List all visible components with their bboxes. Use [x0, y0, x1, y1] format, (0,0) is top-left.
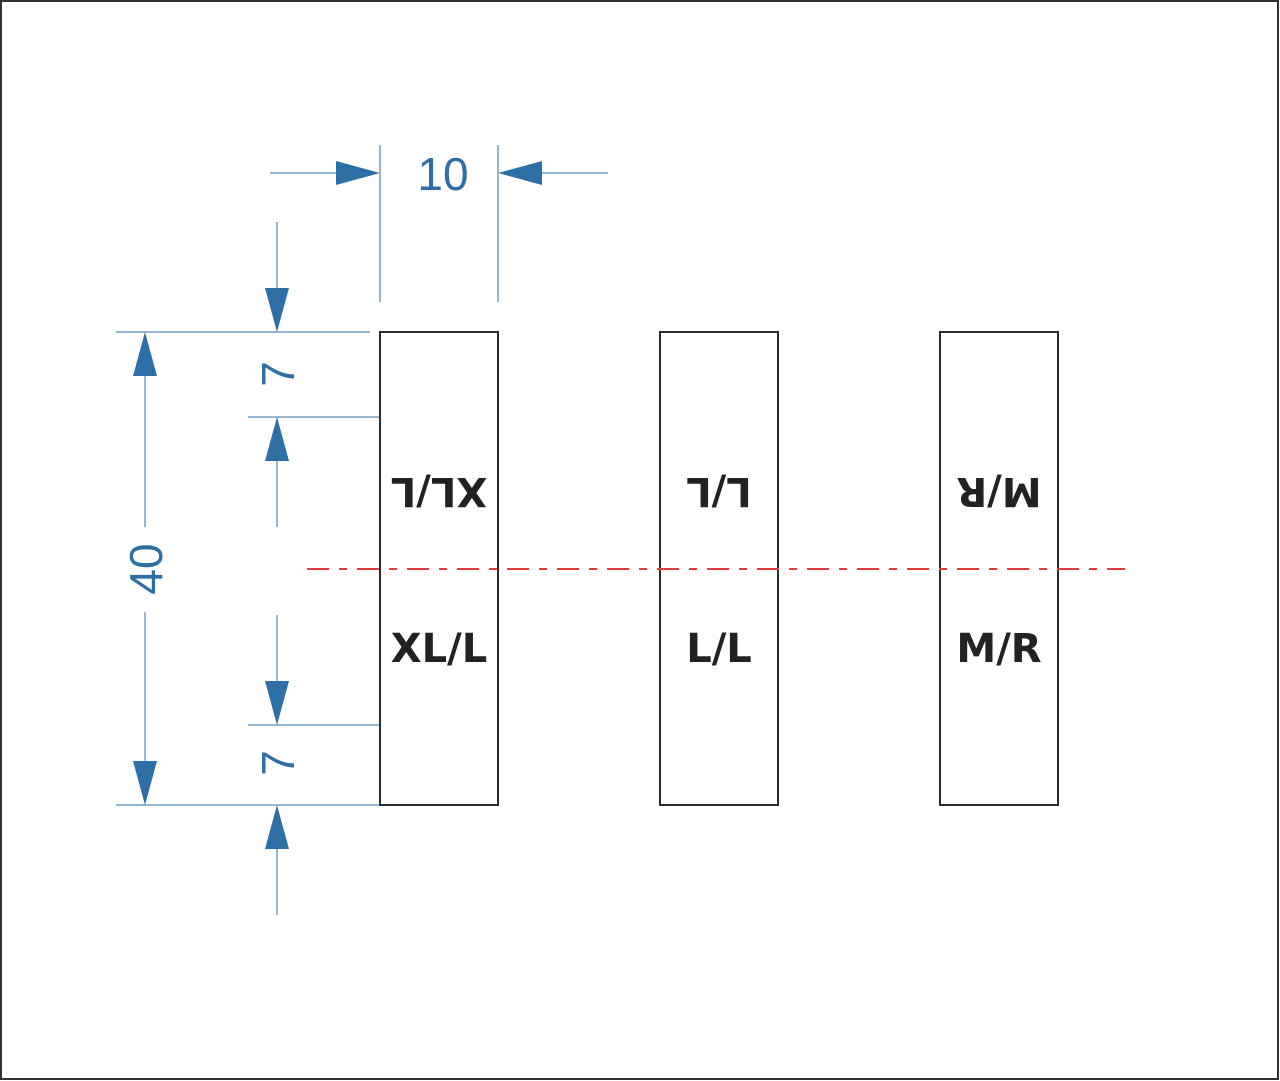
label-card-2-bottom-text: L/L — [686, 626, 752, 672]
top-margin-value: 7 — [252, 361, 304, 387]
label-card-3-bottom-text: M/R — [956, 626, 1041, 672]
top-margin-arrow-upper — [265, 288, 289, 332]
bottom-margin-value: 7 — [252, 750, 304, 776]
width-value: 10 — [417, 148, 468, 200]
width-arrow-right — [498, 161, 542, 185]
label-card-3: M/R M/R — [939, 331, 1059, 806]
label-card-2-top-text: L/L — [686, 468, 752, 514]
top-margin-arrow-lower — [265, 417, 289, 461]
bottom-margin-arrow-upper — [265, 681, 289, 725]
label-card-1-top-text: XL/L — [391, 468, 487, 514]
height-value: 40 — [120, 543, 172, 594]
height-arrow-top — [133, 332, 157, 376]
height-dimension: 40 — [116, 331, 398, 806]
height-arrow-bottom — [133, 761, 157, 805]
bottom-margin-arrow-lower — [265, 805, 289, 849]
label-card-1-bottom-text: XL/L — [391, 626, 487, 672]
width-arrow-left — [336, 161, 380, 185]
top-margin-dimension: 7 — [248, 222, 400, 527]
width-dimension: 10 — [270, 145, 608, 302]
label-card-3-top-text: M/R — [956, 468, 1041, 514]
